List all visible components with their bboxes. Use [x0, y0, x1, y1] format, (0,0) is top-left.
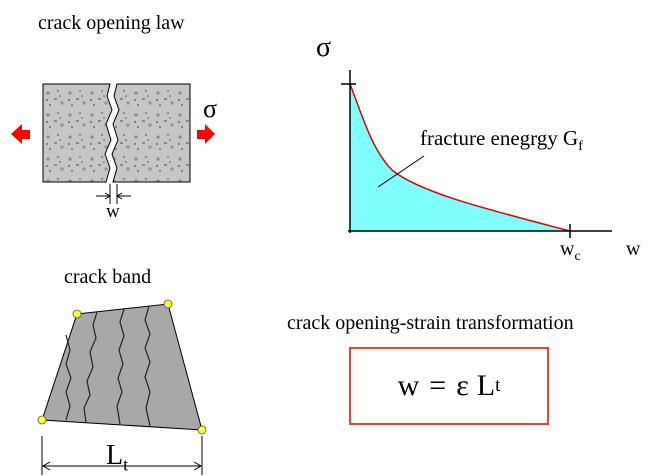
eq-L: L [476, 369, 496, 402]
band-cracks [65, 305, 151, 427]
band-node [72, 309, 82, 319]
crack-band-title: crack band [64, 266, 152, 288]
fracture-energy-area [350, 84, 570, 231]
band-length-label: Lt [106, 440, 129, 475]
specimen-right-half [111, 83, 191, 183]
chart-x-label: w [626, 238, 641, 260]
stress-symbol: σ [203, 94, 218, 123]
band-length-subscript: t [123, 454, 129, 475]
band-node [163, 299, 173, 309]
specimen-left-half [42, 83, 113, 183]
softening-curve [349, 83, 571, 232]
crack-opening-law-title: crack opening law [38, 12, 185, 34]
eq-epsilon: ε [456, 369, 469, 402]
energy-leader [377, 155, 425, 188]
eq-equals: = [429, 369, 447, 402]
fracture-energy-label: fracture enegrgy Gf [420, 126, 583, 155]
wc-label: wc [560, 238, 581, 264]
eq-w: w [397, 369, 420, 402]
opening-label: w [106, 201, 120, 222]
crack-band-shape [37, 299, 207, 435]
wc-subscript: c [574, 249, 581, 264]
concrete-specimen [42, 83, 191, 183]
opening-dimension [96, 184, 131, 204]
arrow-left [11, 124, 30, 144]
arrow-right [197, 124, 215, 144]
band-node [37, 415, 47, 425]
energy-subscript: f [578, 139, 583, 155]
transformation-title: crack opening-strain transformation [287, 312, 574, 334]
band-node [197, 425, 207, 435]
eq-subscript: t [495, 375, 501, 396]
chart-y-label: σ [316, 32, 332, 63]
softening-chart [341, 70, 612, 238]
length-dimension [41, 436, 203, 475]
